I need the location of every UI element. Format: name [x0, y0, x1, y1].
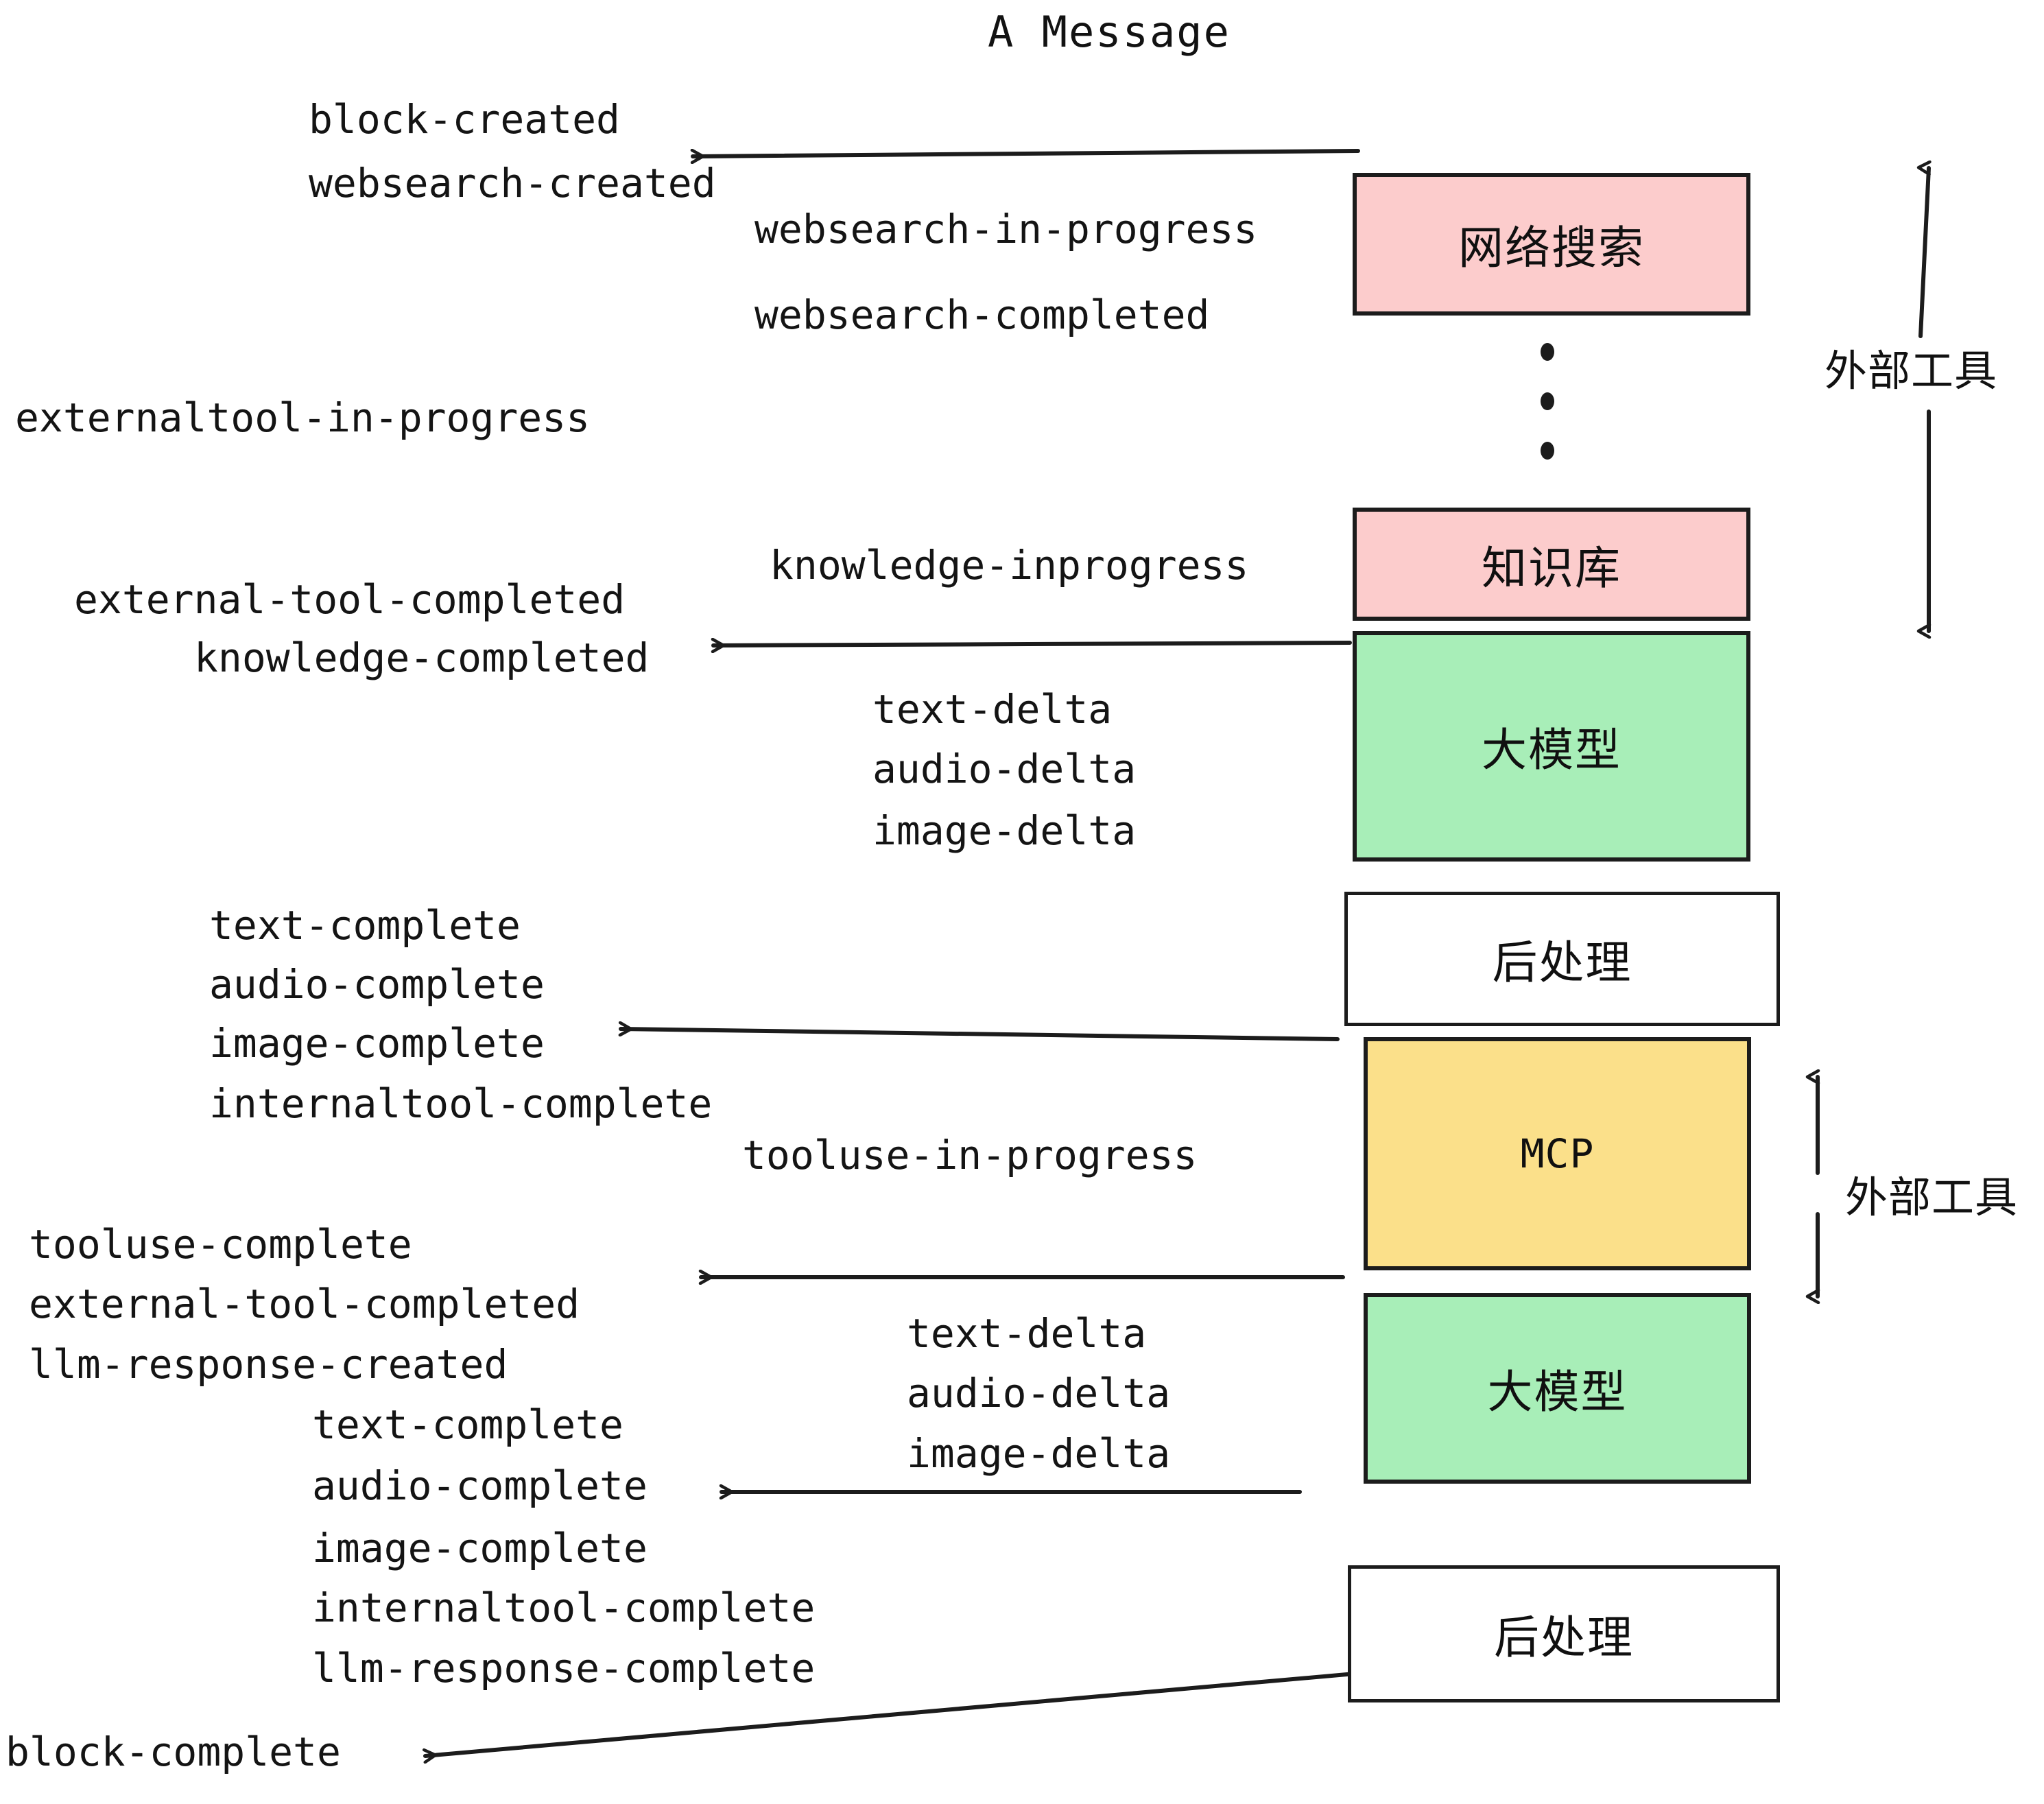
- node-websearch[interactable]: 网络搜索: [1353, 173, 1750, 316]
- node-postprocess-upper-label: 后处理: [1492, 936, 1632, 989]
- event-websearch-created: websearch-created: [309, 160, 716, 206]
- node-mcp[interactable]: MCP: [1364, 1037, 1751, 1270]
- node-postprocess-lower[interactable]: 后处理: [1348, 1565, 1780, 1702]
- event-audio-complete-1: audio-complete: [209, 961, 545, 1008]
- node-knowledge[interactable]: 知识库: [1353, 508, 1750, 621]
- dot-3: [1541, 442, 1554, 460]
- event-external-tool-completed-1: external-tool-completed: [74, 576, 626, 623]
- event-audio-complete-2: audio-complete: [312, 1462, 647, 1509]
- arrow-postprocess-to-image-complete: [621, 1029, 1340, 1041]
- diagram-title: A Message: [988, 7, 1231, 57]
- event-text-delta-1: text-delta: [872, 686, 1113, 733]
- event-audio-delta-2: audio-delta: [907, 1370, 1171, 1416]
- event-text-delta-2: text-delta: [907, 1310, 1147, 1357]
- event-llm-response-complete: llm-response-complete: [312, 1645, 816, 1692]
- event-image-complete-2: image-complete: [312, 1525, 647, 1571]
- event-external-tool-completed-2: external-tool-completed: [29, 1281, 580, 1327]
- event-websearch-completed: websearch-completed: [754, 292, 1210, 338]
- event-internaltool-complete-1: internaltool-complete: [209, 1080, 713, 1127]
- node-llm-lower[interactable]: 大模型: [1364, 1293, 1751, 1484]
- event-tooluse-complete: tooluse-complete: [29, 1221, 412, 1268]
- event-knowledge-completed: knowledge-completed: [194, 634, 650, 681]
- event-websearch-in-progress: websearch-in-progress: [754, 206, 1258, 252]
- event-audio-delta-1: audio-delta: [872, 746, 1137, 792]
- event-knowledge-inprogress: knowledge-inprogress: [770, 542, 1249, 589]
- arrow-websearch-to-block-created: [693, 151, 1360, 156]
- node-postprocess-lower-label: 后处理: [1494, 1611, 1634, 1664]
- node-llm-upper-label: 大模型: [1482, 724, 1621, 776]
- label-external-tool-lower: 外部工具: [1845, 1172, 2019, 1222]
- dot-2: [1541, 392, 1554, 410]
- node-llm-upper[interactable]: 大模型: [1353, 631, 1750, 862]
- external-tool-bracket-upper: [1921, 168, 1929, 631]
- event-text-complete-1: text-complete: [209, 902, 521, 949]
- event-llm-response-created: llm-response-created: [29, 1341, 508, 1388]
- node-knowledge-label: 知识库: [1482, 541, 1621, 595]
- node-websearch-label: 网络搜索: [1458, 222, 1645, 274]
- event-tooluse-in-progress: tooluse-in-progress: [742, 1132, 1198, 1178]
- event-externaltool-in-progress: externaltool-in-progress: [15, 394, 591, 441]
- event-text-complete-2: text-complete: [312, 1401, 623, 1448]
- event-block-complete: block-complete: [5, 1729, 341, 1775]
- event-image-delta-1: image-delta: [872, 807, 1137, 854]
- event-image-delta-2: image-delta: [907, 1430, 1171, 1477]
- node-postprocess-upper[interactable]: 后处理: [1344, 892, 1780, 1026]
- event-internaltool-complete-2: internaltool-complete: [312, 1585, 816, 1631]
- event-image-complete-1: image-complete: [209, 1020, 545, 1067]
- event-block-created: block-created: [309, 96, 620, 143]
- dot-1: [1541, 343, 1554, 361]
- arrow-knowledge-to-knowledge-completed: [713, 643, 1352, 645]
- label-external-tool-upper: 外部工具: [1825, 346, 1998, 396]
- node-llm-lower-label: 大模型: [1487, 1366, 1628, 1419]
- ellipsis-dots: [1540, 343, 1555, 460]
- node-mcp-label: MCP: [1520, 1130, 1595, 1177]
